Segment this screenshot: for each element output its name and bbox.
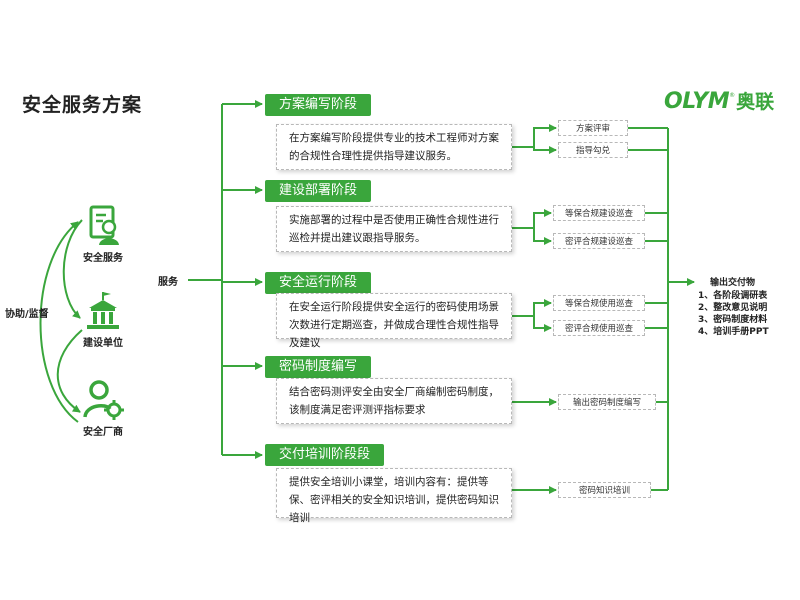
output-pill-1b: 指导勾兑 [558, 142, 628, 158]
out-link-3b [533, 316, 552, 332]
stage-title-4: 密码制度编写 [265, 356, 372, 378]
page-title: 安全服务方案 [22, 94, 143, 116]
output-pill-4: 输出密码制度编写 [558, 394, 656, 410]
deliverable-item-2: 2、整改意见说明 [698, 303, 768, 313]
output-pill-5: 密码知识培训 [558, 482, 651, 498]
actor-vendor: 安全厂商 [63, 377, 143, 438]
output-pill-1a: 方案评审 [558, 120, 628, 136]
output-pill-3a: 等保合规使用巡查 [553, 295, 645, 311]
stage-desc-3: 在安全运行阶段提供安全运行的密码使用场景次数进行定期巡查，并做成合理性合规性指导… [276, 293, 512, 349]
service-label: 服务 [158, 277, 178, 288]
deliverable-item-4: 4、培训手册PPT [698, 327, 769, 337]
stage-title-3: 安全运行阶段 [265, 272, 372, 294]
actor-builder: 建设单位 [63, 288, 143, 349]
out-link-1b [533, 146, 557, 154]
deliverable-item-1: 1、各阶段调研表 [698, 291, 768, 301]
output-pill-2a: 等保合规建设巡查 [553, 205, 645, 221]
stage-desc-4: 结合密码测评安全由安全厂商编制密码制度，该制度满足密评测评指标要求 [276, 378, 512, 424]
stage-title-1: 方案编写阶段 [265, 94, 372, 116]
out-link-2a [512, 209, 552, 229]
stage-desc-5: 提供安全培训小课堂，培训内容有：提供等保、密评相关的安全知识培训，提供密码知识培… [276, 468, 512, 524]
logo-latin: OLYM [664, 89, 730, 114]
arc-vendor-to-service [39, 221, 79, 423]
stage-title-2: 建设部署阶段 [265, 180, 372, 202]
out-link-3a [512, 299, 552, 317]
stage-desc-1: 在方案编写阶段提供专业的技术工程师对方案的合规性合理性提供指导建议服务。 [276, 124, 512, 170]
actor-label-vendor: 安全厂商 [83, 427, 123, 438]
certificate-person-icon [81, 203, 125, 247]
stage-title-5: 交付培训阶段段 [265, 444, 385, 466]
government-building-icon [81, 288, 125, 332]
actor-label-security-service: 安全服务 [83, 253, 123, 264]
output-pill-3b: 密评合规使用巡查 [553, 320, 645, 336]
deliverables-title: 输出交付物 [710, 278, 756, 288]
logo-registered-mark: ® [729, 92, 736, 99]
person-gear-icon [81, 377, 125, 421]
brand-logo: OLYM ® 奥联 [664, 89, 774, 115]
output-pill-2b: 密评合规建设巡查 [553, 233, 645, 249]
relation-label: 协助/监督 [5, 309, 49, 320]
actor-label-builder: 建设单位 [83, 338, 123, 349]
deliverable-item-3: 3、密码制度材料 [698, 315, 768, 325]
out-link-2b [533, 228, 552, 245]
stage-desc-2: 实施部署的过程中是否使用正确性合规性进行巡检并提出建议跟指导服务。 [276, 206, 512, 252]
arc-builder-to-vendor [56, 329, 83, 413]
deliverables-list: 输出交付物 1、各阶段调研表 2、整改意见说明 3、密码制度材料 4、培训手册P… [698, 277, 769, 338]
actor-security-service: 安全服务 [63, 203, 143, 264]
logo-chinese: 奥联 [736, 91, 775, 113]
out-link-1a [512, 124, 557, 148]
